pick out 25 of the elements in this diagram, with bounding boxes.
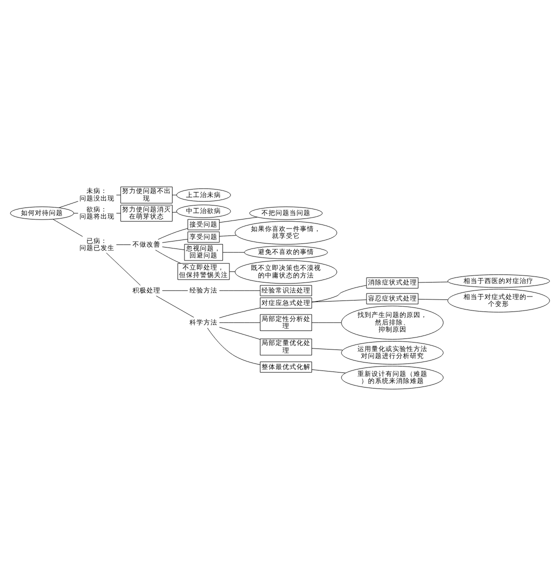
connector [158, 228, 188, 240]
connector [312, 348, 343, 350]
connector [116, 194, 121, 195]
connector [106, 252, 141, 286]
connector [172, 211, 178, 212]
connector [116, 212, 121, 213]
connector [207, 327, 260, 364]
connector [219, 326, 260, 340]
connector [52, 218, 83, 236]
connector [312, 299, 367, 302]
connector [312, 284, 367, 302]
connector [418, 281, 448, 282]
connector [162, 238, 188, 242]
connector [162, 246, 185, 250]
connector [219, 234, 236, 236]
connector [74, 212, 78, 213]
connector [58, 200, 78, 208]
connector [229, 270, 236, 272]
connector [219, 307, 260, 318]
connector [156, 295, 194, 318]
connector [418, 298, 448, 300]
connector [155, 249, 182, 264]
connector [172, 194, 177, 195]
connector [219, 216, 258, 222]
connector [312, 368, 346, 373]
